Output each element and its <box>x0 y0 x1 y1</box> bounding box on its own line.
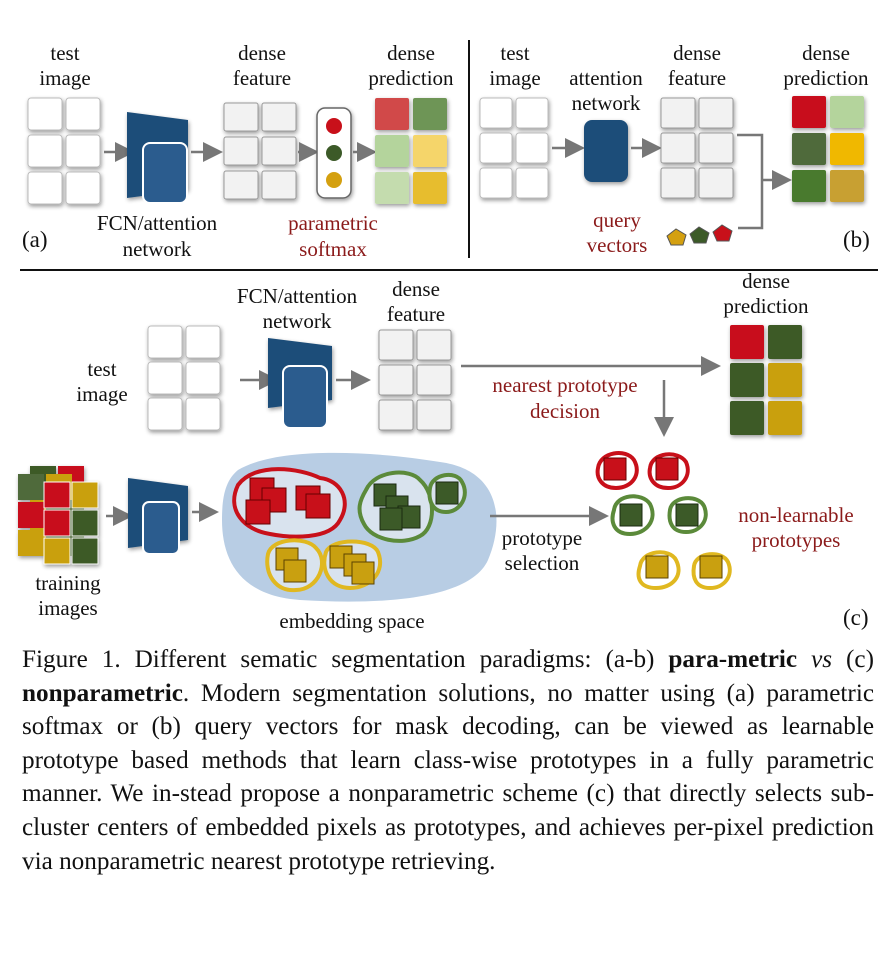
merge-bracket <box>737 133 764 230</box>
dense-feature-grid <box>378 329 452 431</box>
caption-bold-nonparametric: nonparametric <box>22 679 183 707</box>
label-test: test <box>87 357 116 381</box>
label-query: query <box>593 208 641 232</box>
label-prototype: prototype <box>502 526 582 550</box>
network-block <box>128 478 188 555</box>
label-feature: feature <box>387 302 445 326</box>
label-prototypes: prototypes <box>752 528 841 552</box>
label-dense: dense <box>673 41 721 65</box>
figure-caption: Figure 1. Different sematic segmentation… <box>22 643 874 878</box>
label-decision: decision <box>530 399 600 423</box>
label-training: training <box>35 571 101 595</box>
label-fcn: FCN/attention <box>237 284 358 308</box>
label-network: network <box>123 237 192 261</box>
label-network: network <box>572 91 641 115</box>
attention-network-block <box>584 120 628 182</box>
dense-prediction-grid <box>730 325 802 435</box>
caption-text: (c) <box>832 646 874 673</box>
caption-bold-parametric: para-metric <box>668 646 798 673</box>
label-images: images <box>38 596 97 620</box>
query-vectors-icon <box>666 224 733 246</box>
label-softmax: softmax <box>299 237 367 261</box>
label-dense: dense <box>392 277 440 301</box>
label-dense: dense <box>238 41 286 65</box>
panel-a: test image dense feature <box>22 41 454 261</box>
label-prediction: prediction <box>783 66 869 90</box>
red-cluster <box>232 467 347 539</box>
label-feature: feature <box>668 66 726 90</box>
test-image-grid <box>27 97 101 205</box>
label-image: image <box>76 382 127 406</box>
caption-text: Figure 1. Different sematic segmentation… <box>22 646 669 673</box>
panel-b-tag: (b) <box>843 227 870 252</box>
yellow-cluster <box>265 538 382 593</box>
panel-c-tag: (c) <box>843 605 869 630</box>
label-dense: dense <box>802 41 850 65</box>
green-cluster <box>357 470 467 543</box>
caption-text: . Modern segmentation solutions, no matt… <box>22 679 874 875</box>
label-test: test <box>50 41 79 65</box>
label-vectors: vectors <box>587 233 648 257</box>
label-image: image <box>489 66 540 90</box>
dense-prediction-grid <box>375 98 447 204</box>
training-images-stack <box>18 466 99 565</box>
label-feature: feature <box>233 66 291 90</box>
softmax-block <box>316 107 352 199</box>
label-dense: dense <box>387 41 435 65</box>
label-attention: attention <box>569 66 643 90</box>
label-test: test <box>500 41 529 65</box>
prototype-red-2 <box>647 452 690 491</box>
figure-diagram: test image dense feature <box>18 40 878 633</box>
prototype-yellow-2 <box>691 552 732 591</box>
label-embedding-space: embedding space <box>279 609 424 633</box>
label-non-learnable: non-learnable <box>738 503 853 527</box>
prototype-green-2 <box>667 496 708 535</box>
label-prediction: prediction <box>723 294 809 318</box>
network-block <box>268 338 332 429</box>
label-image: image <box>39 66 90 90</box>
label-nearest-prototype: nearest prototype <box>492 373 637 397</box>
network-block <box>127 112 188 204</box>
caption-italic-vs: vs <box>811 646 833 673</box>
prototype-yellow-1 <box>636 550 681 591</box>
test-image-grid <box>147 325 221 431</box>
prototype-green-1 <box>610 494 655 537</box>
panel-c: test image FCN/attention network dense f… <box>18 269 869 633</box>
dense-feature-grid <box>660 97 734 199</box>
label-selection: selection <box>505 551 580 575</box>
test-image-grid <box>479 97 549 199</box>
panel-a-tag: (a) <box>22 227 48 252</box>
label-network: network <box>263 309 332 333</box>
panel-b: test image attention network dense featu… <box>479 41 870 257</box>
dense-prediction-grid <box>792 96 864 202</box>
label-parametric: parametric <box>288 211 378 235</box>
dense-feature-grid <box>223 102 297 200</box>
prototype-red-1 <box>595 451 639 491</box>
label-fcn: FCN/attention <box>97 211 218 235</box>
caption-text <box>797 646 811 673</box>
label-prediction: prediction <box>368 66 454 90</box>
label-dense: dense <box>742 269 790 293</box>
